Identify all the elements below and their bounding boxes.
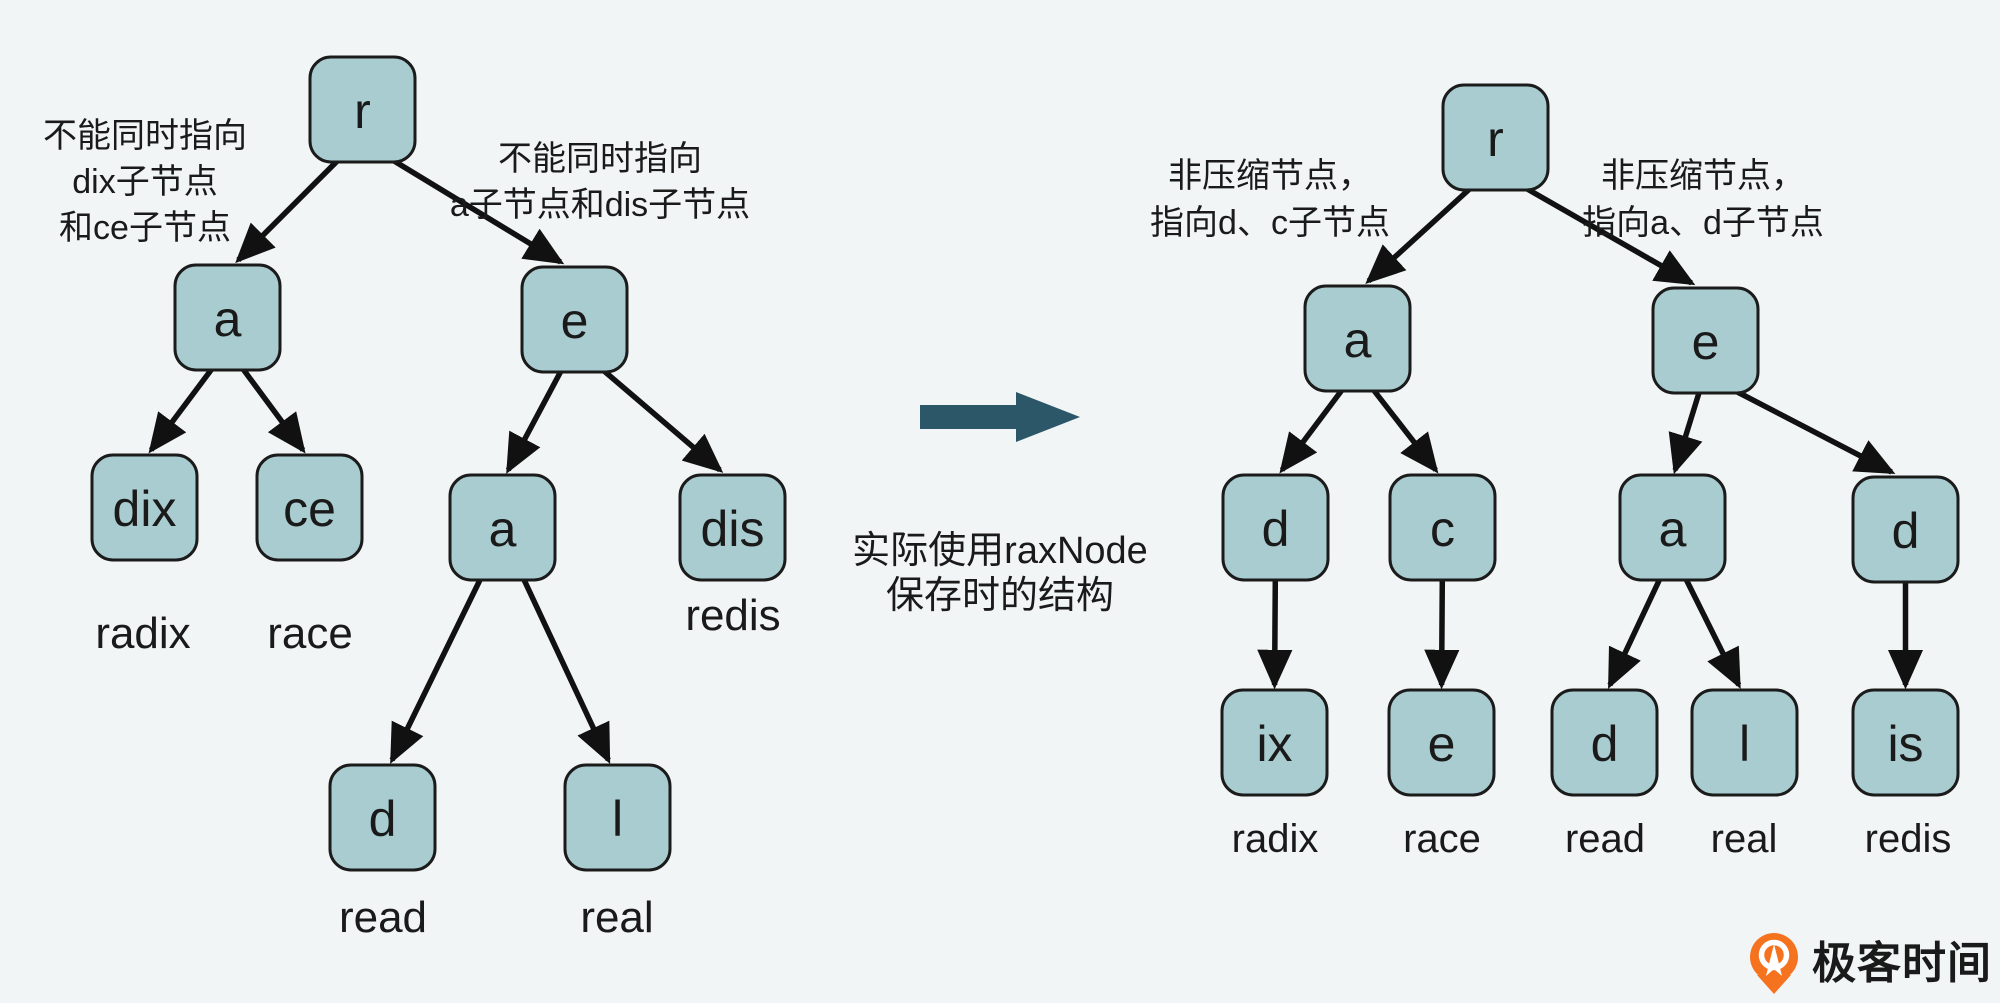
tree-node-a (1303, 284, 1412, 393)
annotation-1-line-1: 指向a、d子节点 (1582, 204, 1824, 242)
tree-node-d (1550, 688, 1659, 797)
tree-node-a (1618, 473, 1727, 582)
tree-node-r (308, 55, 417, 164)
edge-a1-c1 (1370, 387, 1439, 474)
edge-r-e1 (1524, 185, 1696, 286)
word-label-redis: redis (1865, 817, 1952, 861)
tree-node-ce (255, 453, 364, 562)
node-letter: e (1428, 716, 1456, 772)
left-compressed-tree: r a e dix ce a dis d l radix race redis read real 不能同时… (43, 55, 787, 942)
edge-d1-ix (1257, 577, 1293, 690)
word-label-read: read (1565, 817, 1645, 861)
node-letter: e (1692, 314, 1720, 370)
node-letter: dis (701, 501, 765, 557)
edge-a2-l1 (1682, 576, 1742, 689)
edge-a1-d1 (1279, 387, 1345, 474)
geektime-logo-text: 极客时间 (1812, 939, 1992, 988)
annotation-0-line-1: 指向d、c子节点 (1150, 204, 1390, 242)
middle-caption-line1: 实际使用raxNode (852, 530, 1148, 572)
word-label-real: real (580, 893, 653, 942)
tree-node-dis (678, 473, 787, 582)
node-letter: ce (283, 481, 336, 537)
tree-node-l (1690, 688, 1799, 797)
annotation-0-line-0: 非压缩节点， (1168, 157, 1372, 195)
annotation-1-line-0: 不能同时指向 (498, 140, 702, 178)
node-letter: l (612, 791, 623, 847)
word-label-race: race (1403, 817, 1481, 861)
node-letter: a (214, 291, 242, 347)
word-label-real: real (1711, 817, 1778, 861)
tree-node-dix (90, 453, 199, 562)
tree-node-a (173, 263, 282, 372)
tree-node-d (1851, 475, 1960, 584)
tree-node-c (1388, 473, 1497, 582)
annotation-1-line-0: 非压缩节点， (1601, 157, 1805, 195)
node-letter: ix (1256, 716, 1292, 772)
word-label-read: read (339, 893, 427, 942)
node-letter: is (1887, 716, 1923, 772)
annotation-0-line-2: 和ce子节点 (59, 209, 231, 247)
node-letter: d (1892, 503, 1920, 559)
node-letter: e (561, 293, 589, 349)
edge-c1-e2 (1424, 577, 1460, 690)
node-letter: a (1659, 501, 1687, 557)
tree-node-r (1441, 83, 1550, 192)
edge-r-a1 (1365, 185, 1473, 284)
tree-node-l (563, 763, 672, 872)
word-label-redis: redis (685, 591, 780, 640)
annotation-0-line-0: 不能同时指向 (43, 117, 247, 155)
tree-node-a (448, 473, 557, 582)
node-letter: d (1262, 501, 1290, 557)
edge-r-e1 (391, 157, 565, 265)
node-letter: d (369, 791, 397, 847)
edge-a2-l1 (520, 576, 611, 764)
node-letter: a (1344, 312, 1372, 368)
geektime-pin-icon (1750, 933, 1798, 994)
edge-e1-d2 (1734, 388, 1896, 475)
edge-a2-d1 (389, 576, 484, 764)
tree-node-e (520, 265, 629, 374)
tree-node-is (1851, 688, 1960, 797)
node-letter: l (1739, 716, 1750, 772)
tree-node-d (1221, 473, 1330, 582)
right-raxnode-tree: r a e d c a d ix e d l is radix race read real redis 非压缩节… (1150, 83, 1960, 861)
tree-node-ix (1220, 688, 1329, 797)
middle-caption-line2: 保存时的结构 (886, 575, 1114, 617)
geektime-logo: 极客时间 (1750, 933, 1992, 994)
node-letter: r (1487, 111, 1504, 167)
word-label-race: race (267, 609, 353, 658)
edge-e1-a2 (1668, 390, 1703, 475)
tree-node-d (328, 763, 437, 872)
word-label-radix: radix (95, 609, 190, 658)
edge-r-a1 (235, 158, 341, 264)
edge-a1-dix (148, 366, 215, 454)
word-label-radix: radix (1232, 817, 1319, 861)
edge-e1-dis (601, 367, 724, 473)
edge-e1-a2 (505, 368, 564, 474)
edge-a2-d3 (1607, 576, 1663, 689)
node-letter: r (354, 83, 371, 139)
annotation-1-line-1: a子节点和dis子节点 (450, 186, 750, 224)
tree-node-e (1387, 688, 1496, 797)
transform-arrow-icon (920, 392, 1080, 442)
node-letter: dix (113, 481, 177, 537)
annotation-0-line-1: dix子节点 (72, 163, 217, 201)
edge-a1-ce (240, 366, 306, 454)
node-letter: c (1430, 501, 1455, 557)
tree-node-e (1651, 286, 1760, 395)
node-letter: d (1591, 716, 1619, 772)
node-letter: a (489, 501, 517, 557)
